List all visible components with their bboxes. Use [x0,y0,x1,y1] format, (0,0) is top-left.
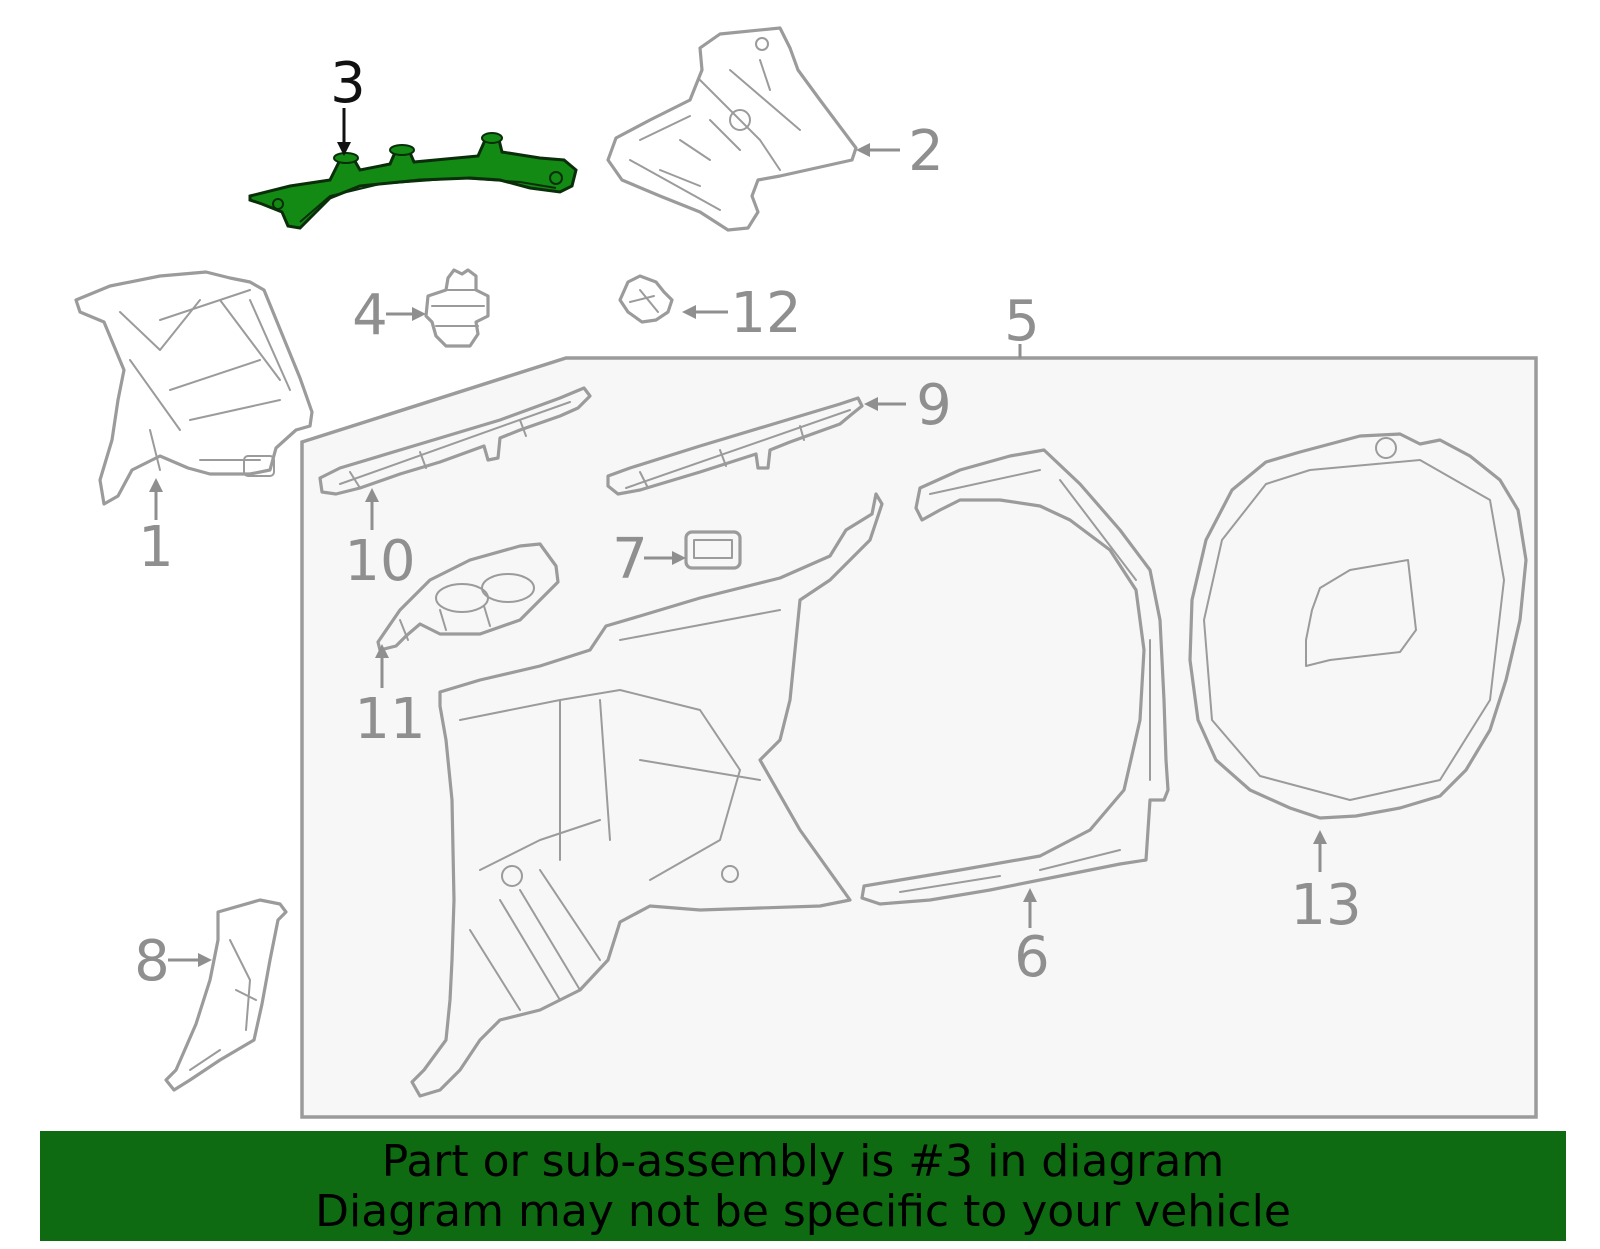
assembly-box-5 [300,344,1538,1119]
callout-7[interactable]: 7 [612,527,648,592]
part-7-clip[interactable] [684,530,742,570]
part-11-cup-holder[interactable] [376,542,560,652]
callout-11[interactable]: 11 [354,687,425,752]
callout-leaders [149,108,1327,967]
part-2-upper-trim[interactable] [606,26,858,232]
part-13-tire-cover[interactable] [1188,432,1528,820]
banner-line-1: Part or sub-assembly is #3 in diagram [381,1136,1225,1187]
callout-6[interactable]: 6 [1014,925,1050,990]
callout-4[interactable]: 4 [352,283,388,348]
callout-5[interactable]: 5 [1004,289,1040,354]
callout-labels: 3 2 1 4 12 5 9 10 7 11 6 13 8 [134,51,1361,994]
info-banner: Part or sub-assembly is #3 in diagram Di… [40,1131,1566,1241]
part-9-strip[interactable] [606,396,864,496]
callout-13[interactable]: 13 [1290,873,1361,938]
callout-8[interactable]: 8 [134,929,170,994]
part-12-clip[interactable] [618,274,674,324]
callout-2[interactable]: 2 [908,119,944,184]
part-10-strip[interactable] [318,386,592,496]
part-3-bracket[interactable] [248,132,578,230]
callout-10[interactable]: 10 [344,529,415,594]
callout-1[interactable]: 1 [138,515,174,580]
part-5-quarter-panel[interactable] [410,492,884,1098]
callout-3[interactable]: 3 [330,51,366,116]
banner-line-2: Diagram may not be specific to your vehi… [315,1186,1291,1237]
part-8-pillar-trim[interactable] [164,898,288,1092]
part-1-quarter-trim[interactable] [74,270,314,506]
part-4-clip[interactable] [424,268,490,348]
callout-12[interactable]: 12 [730,281,801,346]
callout-9[interactable]: 9 [916,373,952,438]
part-6-opening-trim[interactable] [860,448,1170,906]
